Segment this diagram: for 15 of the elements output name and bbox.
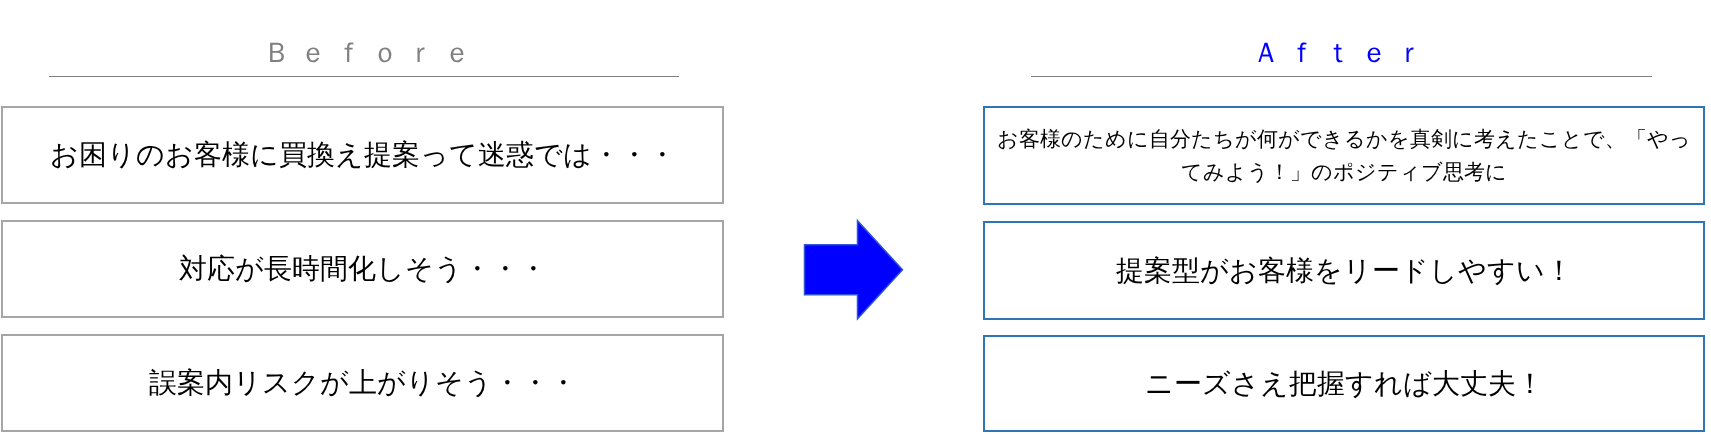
column-heading: Ａｆｔｅｒ: [1252, 36, 1432, 70]
text-box: [983, 335, 1705, 432]
column-heading: Ｂｅｆｏｒｅ: [263, 36, 479, 70]
text-box: [983, 221, 1705, 320]
box-text: 提案型がお客様をリードしやすい！: [1115, 252, 1573, 289]
text-box: [983, 106, 1705, 205]
text-box: [1, 334, 724, 432]
text-box: [1, 106, 724, 204]
box-text: 誤案内リスクが上がりそう・・・: [148, 365, 577, 401]
text-box: [1, 220, 724, 318]
box-text: お困りのお客様に買換え提案って迷惑では・・・: [49, 137, 676, 173]
box-text: 対応が長時間化しそう・・・: [178, 251, 547, 287]
block-arrow: [803, 218, 904, 321]
box-text: お客様のために自分たちが何ができるかを真剣に考えたことで、「やってみよう！」のポジティブ思考に: [997, 125, 1691, 186]
box-text: ニーズさえ把握すれば大丈夫！: [1144, 365, 1544, 402]
